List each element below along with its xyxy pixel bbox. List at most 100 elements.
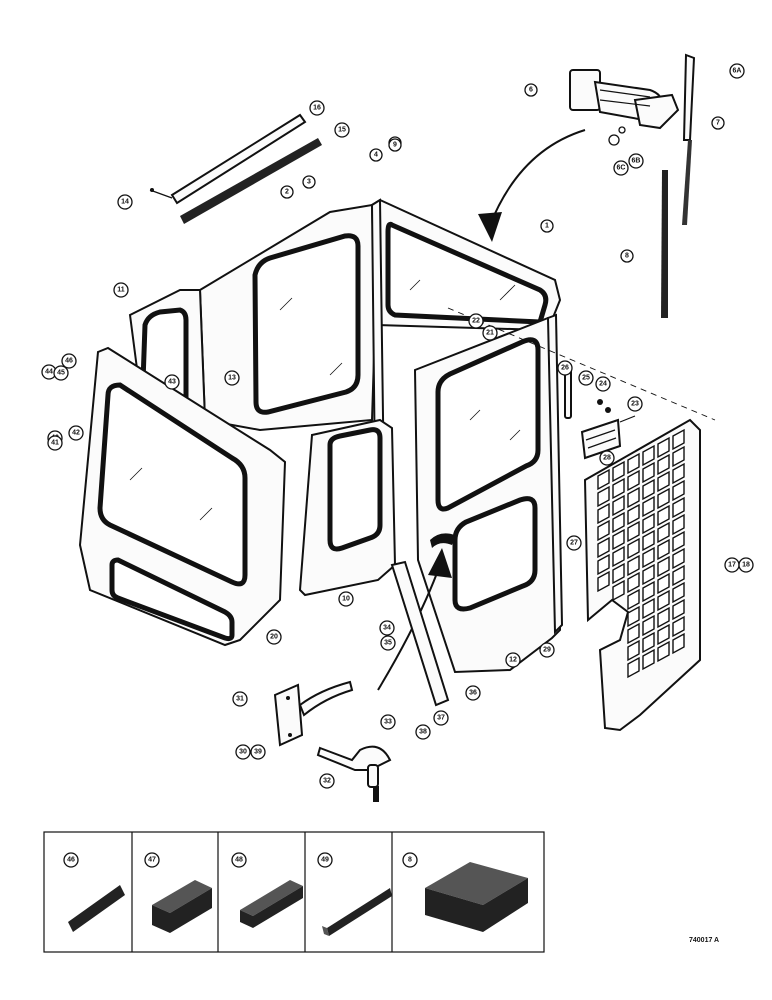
- svg-text:39: 39: [254, 749, 262, 756]
- svg-text:43: 43: [168, 379, 176, 386]
- svg-text:25: 25: [582, 375, 590, 382]
- callout-1: 1: [540, 219, 554, 233]
- callout-46: 46: [61, 353, 77, 369]
- mesh-cell: [627, 469, 640, 492]
- drip-rail-assembly: [149, 113, 322, 224]
- thick-foam-strip-icon: [152, 880, 212, 933]
- mesh-cell: [597, 519, 610, 542]
- door-lock-assembly: [273, 560, 450, 802]
- mesh-cell: [672, 632, 685, 655]
- legend-callouts: 46 47 48 49 8: [63, 852, 418, 868]
- svg-text:3: 3: [307, 179, 311, 186]
- callout-39: 39: [250, 744, 266, 760]
- mesh-cell: [672, 496, 685, 519]
- mesh-cell: [672, 530, 685, 553]
- callout-8: 8: [620, 249, 634, 263]
- mesh-cell: [657, 538, 670, 561]
- mesh-cell: [612, 460, 625, 483]
- mesh-cell: [612, 528, 625, 551]
- callout-41: 41: [47, 435, 63, 451]
- mesh-cell: [597, 468, 610, 491]
- svg-text:24: 24: [599, 381, 607, 388]
- mesh-cell: [597, 536, 610, 559]
- mesh-cell: [612, 511, 625, 534]
- mesh-cell: [657, 521, 670, 544]
- callout-33: 33: [380, 714, 396, 730]
- svg-text:45: 45: [57, 370, 65, 377]
- arrowhead-icon: [478, 212, 502, 242]
- svg-text:41: 41: [51, 440, 59, 447]
- mesh-cell: [597, 502, 610, 525]
- thin-seal-strip-icon: [68, 885, 125, 932]
- svg-text:12: 12: [509, 657, 517, 664]
- callout-27: 27: [566, 535, 582, 551]
- foam-block-icon: [425, 862, 528, 932]
- callout-25: 25: [578, 370, 594, 386]
- callout-20: 20: [266, 629, 282, 645]
- mesh-cell: [627, 554, 640, 577]
- callout-23: 23: [627, 396, 643, 412]
- materials-legend: [43, 831, 545, 953]
- mesh-cell: [642, 648, 655, 671]
- callout-12: 12: [505, 652, 521, 668]
- mesh-cell: [627, 503, 640, 526]
- callout-26: 26: [557, 360, 573, 376]
- callout-3: 3: [302, 175, 316, 189]
- mesh-cell: [642, 597, 655, 620]
- callout-42: 42: [68, 425, 84, 441]
- callout-16: 16: [309, 100, 325, 116]
- hinge-parts: [564, 367, 636, 460]
- callout-43: 43: [164, 374, 180, 390]
- callout-30: 30: [235, 744, 251, 760]
- door-handle-icon: [430, 533, 455, 548]
- svg-text:17: 17: [728, 562, 736, 569]
- mesh-cell: [627, 605, 640, 628]
- mesh-cell: [642, 512, 655, 535]
- mesh-cell: [672, 598, 685, 621]
- callout-10: 10: [338, 591, 354, 607]
- svg-text:23: 23: [631, 401, 639, 408]
- svg-text:44: 44: [45, 369, 53, 376]
- svg-text:8: 8: [625, 253, 629, 260]
- mesh-cell: [642, 614, 655, 637]
- mesh-cell: [672, 564, 685, 587]
- svg-text:7: 7: [716, 120, 720, 127]
- part-callouts: 1234566A6B6C7891011121314151617182021222…: [41, 63, 754, 789]
- rear-screen-grille: [583, 418, 701, 732]
- mesh-cell: [672, 445, 685, 468]
- svg-text:13: 13: [228, 375, 236, 382]
- mesh-cell: [657, 470, 670, 493]
- mesh-cell: [642, 631, 655, 654]
- mesh-cell: [642, 580, 655, 603]
- callout-4: 4: [369, 148, 383, 162]
- mesh-cell: [612, 545, 625, 568]
- callout-28: 28: [599, 450, 615, 466]
- mesh-cell: [627, 452, 640, 475]
- svg-text:38: 38: [419, 729, 427, 736]
- callout-45: 45: [53, 365, 69, 381]
- callout-6: 6: [524, 83, 538, 97]
- svg-text:15: 15: [338, 127, 346, 134]
- mesh-cell: [657, 436, 670, 459]
- mesh-cell: [627, 588, 640, 611]
- figure-code: 740017 A: [689, 937, 719, 944]
- svg-text:4: 4: [374, 152, 378, 159]
- callout-34: 34: [379, 620, 395, 636]
- callout-11: 11: [113, 282, 129, 298]
- mesh-cell: [627, 537, 640, 560]
- mesh-cell: [597, 570, 610, 593]
- callout-6c: 6C: [613, 160, 629, 176]
- svg-text:32: 32: [323, 778, 331, 785]
- mesh-cell: [672, 615, 685, 638]
- mesh-cell: [627, 520, 640, 543]
- mesh-cell: [657, 453, 670, 476]
- medium-foam-strip-icon: [240, 880, 303, 928]
- callout-15: 15: [334, 122, 350, 138]
- mesh-cell: [657, 572, 670, 595]
- wiper-motor-assembly: [569, 53, 696, 318]
- mesh-cell: [657, 487, 670, 510]
- mesh-cell: [642, 461, 655, 484]
- mesh-cell: [642, 444, 655, 467]
- svg-text:31: 31: [236, 696, 244, 703]
- mesh-cell: [612, 477, 625, 500]
